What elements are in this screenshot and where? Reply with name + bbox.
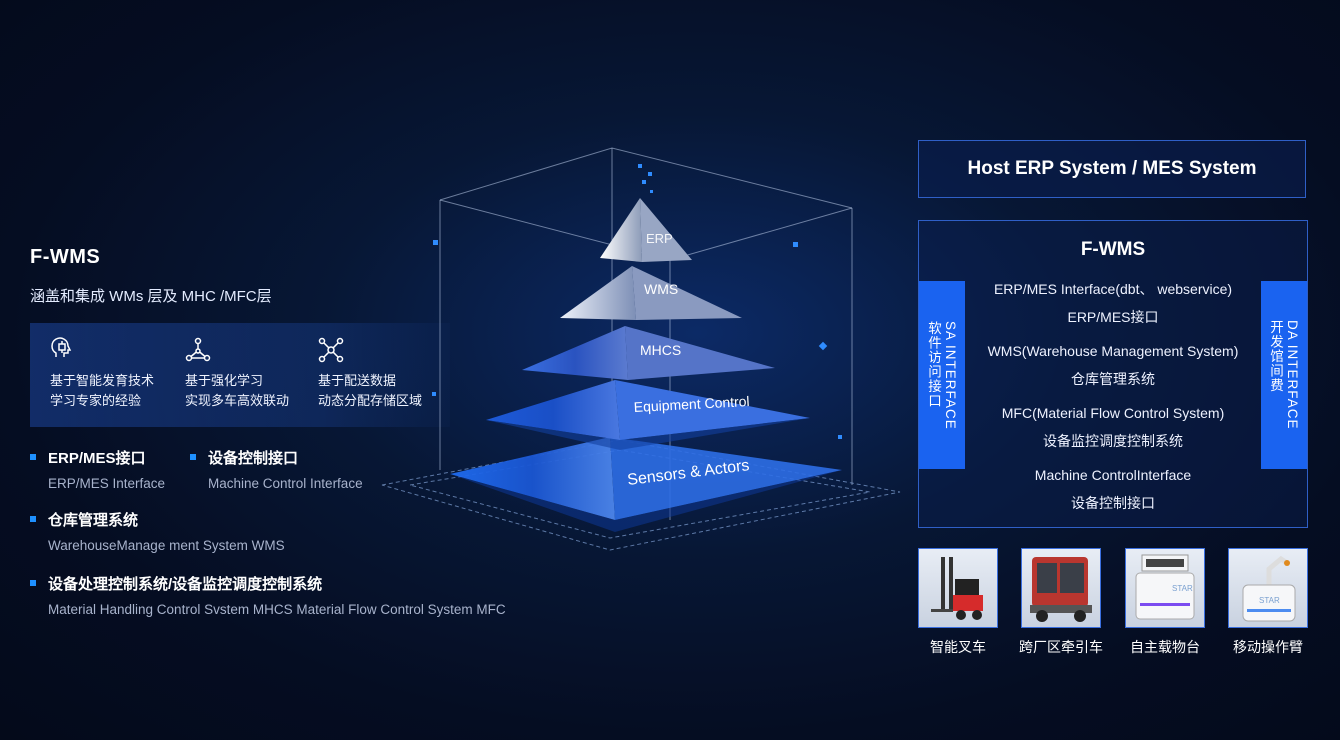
- feature-item: 基于智能发育技术学习专家的经验: [50, 337, 180, 411]
- feature-line: 基于智能发育技术: [50, 373, 155, 388]
- fwms-line: ERP/MES接口: [1067, 309, 1159, 325]
- fwms-line-list: ERP/MES Interface(dbt、 webservice) ERP/M…: [979, 275, 1247, 517]
- fwms-line: Machine ControlInterface: [1034, 467, 1192, 483]
- feature-line: 动态分配存储区域: [318, 393, 423, 408]
- bullet-subtext: Material Handling Control Svstem MHCS Ma…: [48, 602, 506, 617]
- pyramid-label-equipment: Equipment Control: [633, 393, 750, 415]
- host-system-box: Host ERP System / MES System: [918, 140, 1306, 198]
- fwms-line: ERP/MES Interface(dbt、 webservice): [993, 281, 1233, 297]
- agv-brand-mark: STAR: [1172, 584, 1193, 593]
- feature-line: 基于配送数据: [318, 373, 397, 388]
- bullet-heading: 设备控制接口: [190, 447, 298, 468]
- feature-item: 基于配送数据动态分配存储区域: [318, 337, 448, 411]
- bullet-heading: 仓库管理系统: [30, 509, 138, 530]
- pyramid-label-mhcs: MHCS: [640, 342, 681, 358]
- feature-band: 基于智能发育技术学习专家的经验 基于强化学习实现多车高效联动 基于配送数据动态分…: [30, 323, 450, 427]
- robot-card-arm: STAR: [1228, 548, 1308, 628]
- bullet-heading: 设备处理控制系统/设备监控调度控制系统: [30, 573, 322, 594]
- robot-label: 移动操作臂: [1233, 639, 1303, 655]
- bullet-subtext: WarehouseManage ment System WMS: [48, 538, 285, 553]
- fwms-box: F-WMS SA INTERFACE 软件访问接口 DA INTERFACE 开…: [918, 220, 1308, 528]
- left-title: F-WMS: [30, 246, 101, 268]
- robot-label: 跨厂区牵引车: [1019, 639, 1103, 655]
- fwms-line: 设备控制接口: [1071, 495, 1155, 511]
- brain-chip-icon: [51, 337, 72, 357]
- arm-brand-mark: STAR: [1259, 596, 1280, 605]
- fwms-title: F-WMS: [1080, 239, 1146, 260]
- bullet-heading: ERP/MES接口: [30, 447, 146, 468]
- fwms-line: 仓库管理系统: [1071, 371, 1155, 387]
- pyramid-diagram: ERP WMS MHCS Equipment Control Sensors &…: [381, 147, 901, 551]
- da-interface-label: DA INTERFACE 开发馆间费: [1268, 320, 1300, 430]
- agv-carrier-icon: STAR: [1135, 554, 1195, 620]
- fwms-line: MFC(Material Flow Control System): [1001, 405, 1225, 421]
- robot-card-tractor: [1021, 548, 1101, 628]
- distributed-nodes-icon: [318, 337, 344, 363]
- pyramid-label-wms: WMS: [644, 281, 678, 297]
- tractor-icon: [1030, 557, 1092, 622]
- feature-line: 学习专家的经验: [50, 393, 142, 408]
- sa-interface-label: SA INTERFACE 软件访问接口: [926, 320, 958, 430]
- left-subtitle: 涵盖和集成 WMs 层及 MHC /MFC层: [30, 288, 272, 305]
- bullet-subtext: ERP/MES Interface: [48, 476, 166, 491]
- forklift-icon: [931, 557, 983, 620]
- fwms-line: WMS(Warehouse Management System): [987, 343, 1239, 359]
- da-interface-bar: DA INTERFACE 开发馆间费: [1261, 281, 1307, 469]
- pyramid-label-erp: ERP: [646, 231, 673, 246]
- host-system-label: Host ERP System / MES System: [967, 158, 1257, 179]
- robot-card-forklift: [918, 548, 998, 628]
- mobile-arm-icon: STAR: [1242, 555, 1296, 622]
- feature-line: 基于强化学习: [185, 373, 264, 388]
- sa-interface-bar: SA INTERFACE 软件访问接口: [919, 281, 965, 469]
- fwms-line: 设备监控调度控制系统: [1043, 433, 1183, 449]
- network-nodes-icon: [185, 337, 211, 362]
- robot-card-agv: STAR: [1125, 548, 1205, 628]
- decorative-dots: [432, 164, 842, 439]
- robot-label: 自主载物台: [1130, 639, 1200, 655]
- robot-label: 智能叉车: [930, 639, 986, 655]
- bullet-subtext: Machine Control Interface: [208, 476, 363, 491]
- feature-line: 实现多车高效联动: [185, 393, 290, 408]
- feature-item: 基于强化学习实现多车高效联动: [185, 337, 315, 411]
